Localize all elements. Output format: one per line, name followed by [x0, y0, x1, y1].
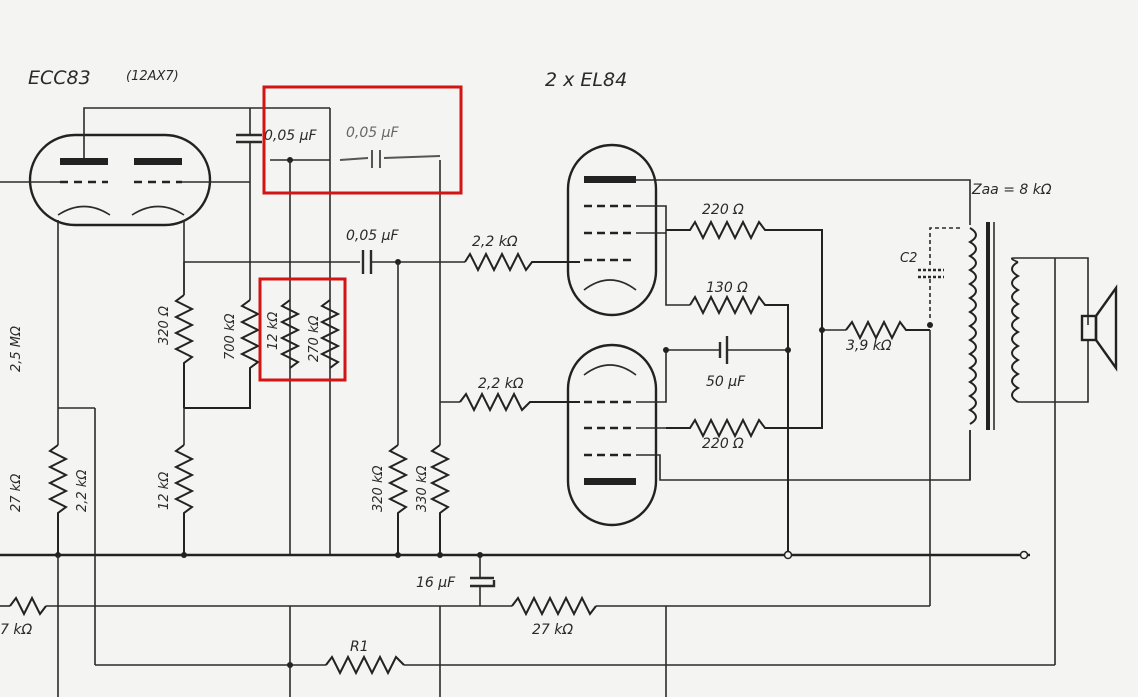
- cathode-cap-label: 50 μF: [706, 374, 746, 390]
- coupling-cap-label: 0,05 μF: [346, 228, 400, 244]
- r27k-bottom-label: 27 kΩ: [532, 622, 573, 638]
- r320-upper-label: 320 Ω: [157, 306, 172, 345]
- r27k-left-label: 27 kΩ: [9, 474, 24, 512]
- speaker-icon: [1080, 284, 1118, 372]
- grid-resistor-top-label: 2,2 kΩ: [472, 234, 518, 250]
- r700k-label: 700 kΩ: [223, 314, 238, 360]
- ecc83-label: ECC83: [28, 67, 91, 89]
- output-transformer: [968, 222, 1089, 665]
- c2-label: C2: [900, 251, 917, 266]
- r27k-bottom-left-label: 7 kΩ: [0, 622, 32, 638]
- cathode-resistor-label: 130 Ω: [706, 280, 748, 296]
- feedback-cap-label: 0,05 μF: [264, 128, 318, 144]
- el84-label: 2 x EL84: [545, 69, 627, 91]
- zaa-label: Zaa = 8 kΩ: [971, 182, 1052, 198]
- r320k-label: 320 kΩ: [371, 466, 386, 512]
- r12k-lower-label: 12 kΩ: [157, 472, 172, 510]
- filter-cap-label: 16 μF: [416, 575, 456, 591]
- feedback-capacitor-box: [262, 85, 463, 195]
- el84-tube-top: [566, 143, 658, 317]
- r330k-label: 330 kΩ: [415, 466, 430, 512]
- output-resistor-label: 3,9 kΩ: [846, 338, 892, 354]
- screen-resistor-bottom-label: 220 Ω: [702, 436, 744, 452]
- ecc83-tube: [28, 133, 212, 227]
- divider-resistors-box: [258, 277, 347, 382]
- ecc83-equiv-label: (12AX7): [126, 69, 179, 84]
- r25m-label: 2,5 MΩ: [9, 326, 24, 372]
- feedback-cap-handwritten-label: 0,05 μF: [346, 125, 400, 141]
- screen-resistor-top-label: 220 Ω: [702, 202, 744, 218]
- el84-tube-bottom: [566, 343, 658, 527]
- r1-label: R1: [350, 639, 369, 655]
- grid-resistor-bottom-label: 2,2 kΩ: [478, 376, 524, 392]
- r12k-highlight-label: 12 kΩ: [266, 312, 281, 350]
- r270k-highlight-label: 270 kΩ: [307, 316, 322, 362]
- r22k-left-label: 2,2 kΩ: [75, 470, 90, 512]
